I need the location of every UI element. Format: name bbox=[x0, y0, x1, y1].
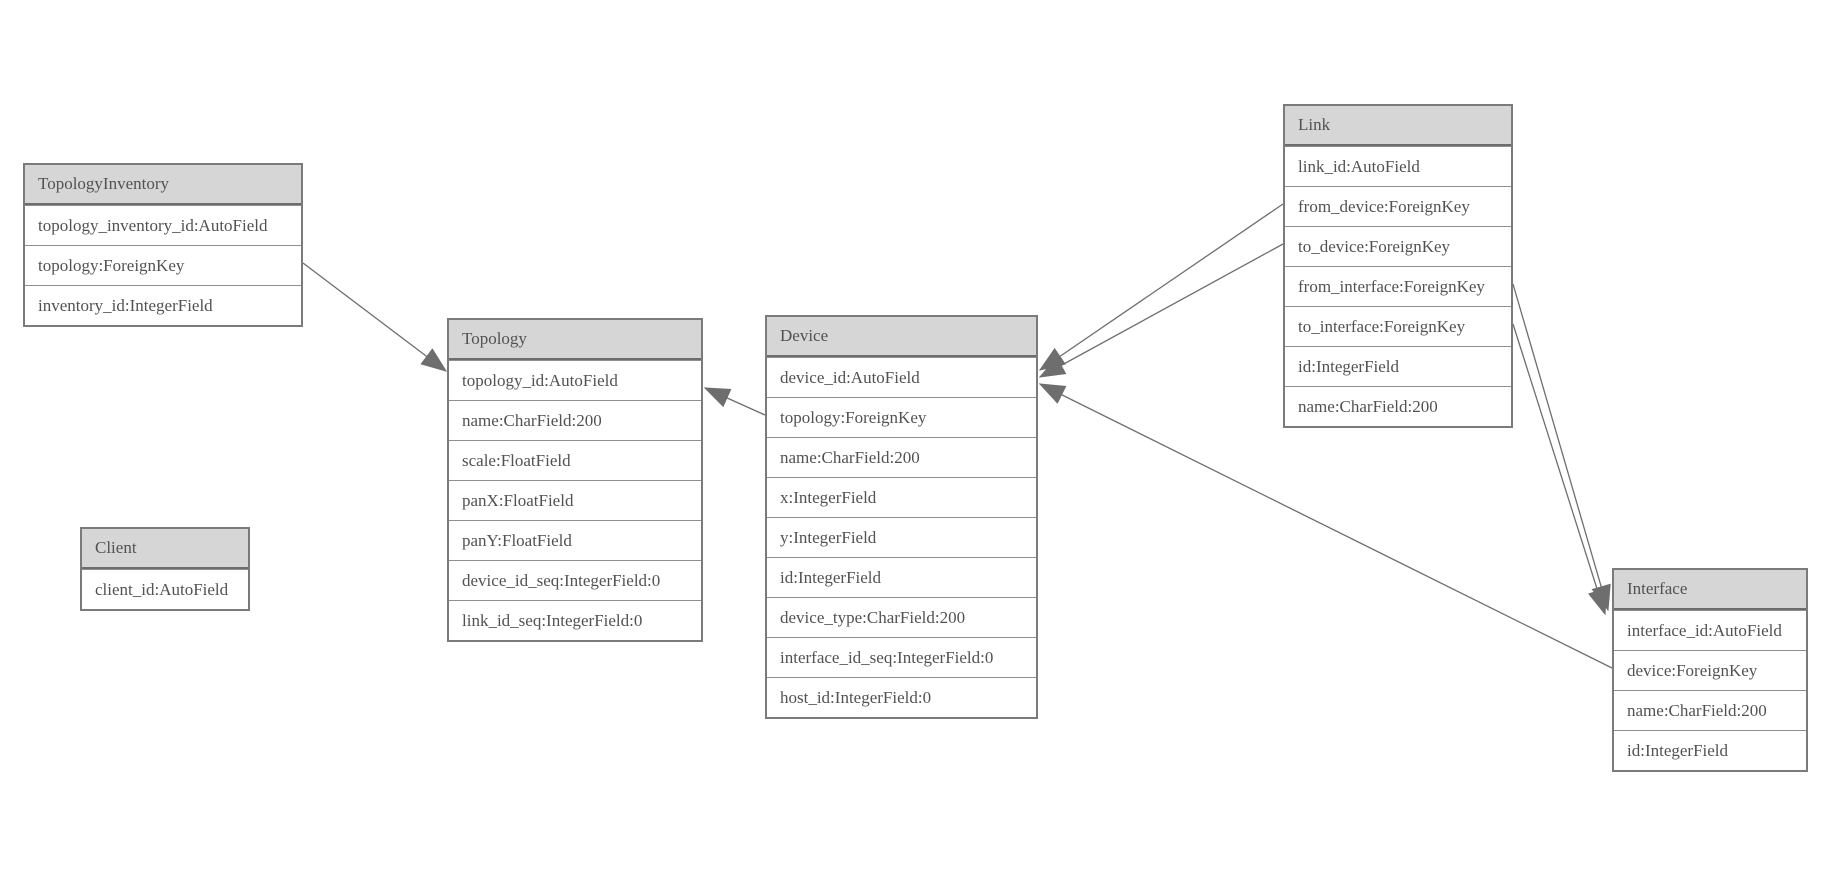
field-name: name:CharField:200 bbox=[767, 437, 1036, 477]
entity-client: Client client_id:AutoField bbox=[80, 527, 250, 611]
edge-topologyinventory-topology bbox=[302, 262, 448, 372]
field-from-interface: from_interface:ForeignKey bbox=[1285, 266, 1511, 306]
field-device-id: device_id:AutoField bbox=[767, 357, 1036, 397]
field-inventory-id: inventory_id:IntegerField bbox=[25, 285, 301, 325]
entity-topology-title: Topology bbox=[449, 320, 701, 360]
entity-device: Device device_id:AutoField topology:Fore… bbox=[765, 315, 1038, 719]
field-from-device: from_device:ForeignKey bbox=[1285, 186, 1511, 226]
field-host-id: host_id:IntegerField:0 bbox=[767, 677, 1036, 717]
field-interface-id-seq: interface_id_seq:IntegerField:0 bbox=[767, 637, 1036, 677]
field-topology-fk: topology:ForeignKey bbox=[767, 397, 1036, 437]
field-id: id:IntegerField bbox=[767, 557, 1036, 597]
field-name: name:CharField:200 bbox=[1285, 386, 1511, 426]
field-client-id: client_id:AutoField bbox=[82, 569, 248, 609]
field-to-interface: to_interface:ForeignKey bbox=[1285, 306, 1511, 346]
entity-interface-title: Interface bbox=[1614, 570, 1806, 610]
field-topology-inventory-id: topology_inventory_id:AutoField bbox=[25, 205, 301, 245]
field-panx: panX:FloatField bbox=[449, 480, 701, 520]
entity-interface: Interface interface_id:AutoField device:… bbox=[1612, 568, 1808, 772]
edge-link-frominterface-interface bbox=[1512, 283, 1611, 612]
field-topology-fk: topology:ForeignKey bbox=[25, 245, 301, 285]
field-id: id:IntegerField bbox=[1285, 346, 1511, 386]
entity-topologyinventory-title: TopologyInventory bbox=[25, 165, 301, 205]
field-y: y:IntegerField bbox=[767, 517, 1036, 557]
field-name: name:CharField:200 bbox=[449, 400, 701, 440]
field-name: name:CharField:200 bbox=[1614, 690, 1806, 730]
field-x: x:IntegerField bbox=[767, 477, 1036, 517]
field-pany: panY:FloatField bbox=[449, 520, 701, 560]
edge-interface-device bbox=[1038, 383, 1613, 669]
field-topology-id: topology_id:AutoField bbox=[449, 360, 701, 400]
field-id: id:IntegerField bbox=[1614, 730, 1806, 770]
field-link-id: link_id:AutoField bbox=[1285, 146, 1511, 186]
field-scale: scale:FloatField bbox=[449, 440, 701, 480]
edge-link-fromdevice-device bbox=[1038, 203, 1284, 371]
field-to-device: to_device:ForeignKey bbox=[1285, 226, 1511, 266]
edge-link-tointerface-interface bbox=[1512, 323, 1608, 616]
entity-link-title: Link bbox=[1285, 106, 1511, 146]
field-device-fk: device:ForeignKey bbox=[1614, 650, 1806, 690]
entity-client-title: Client bbox=[82, 529, 248, 569]
field-device-id-seq: device_id_seq:IntegerField:0 bbox=[449, 560, 701, 600]
field-interface-id: interface_id:AutoField bbox=[1614, 610, 1806, 650]
edge-device-topology bbox=[703, 387, 766, 416]
edge-link-todevice-device bbox=[1038, 243, 1284, 378]
field-device-type: device_type:CharField:200 bbox=[767, 597, 1036, 637]
field-link-id-seq: link_id_seq:IntegerField:0 bbox=[449, 600, 701, 640]
entity-device-title: Device bbox=[767, 317, 1036, 357]
entity-topology: Topology topology_id:AutoField name:Char… bbox=[447, 318, 703, 642]
entity-link: Link link_id:AutoField from_device:Forei… bbox=[1283, 104, 1513, 428]
entity-topologyinventory: TopologyInventory topology_inventory_id:… bbox=[23, 163, 303, 327]
